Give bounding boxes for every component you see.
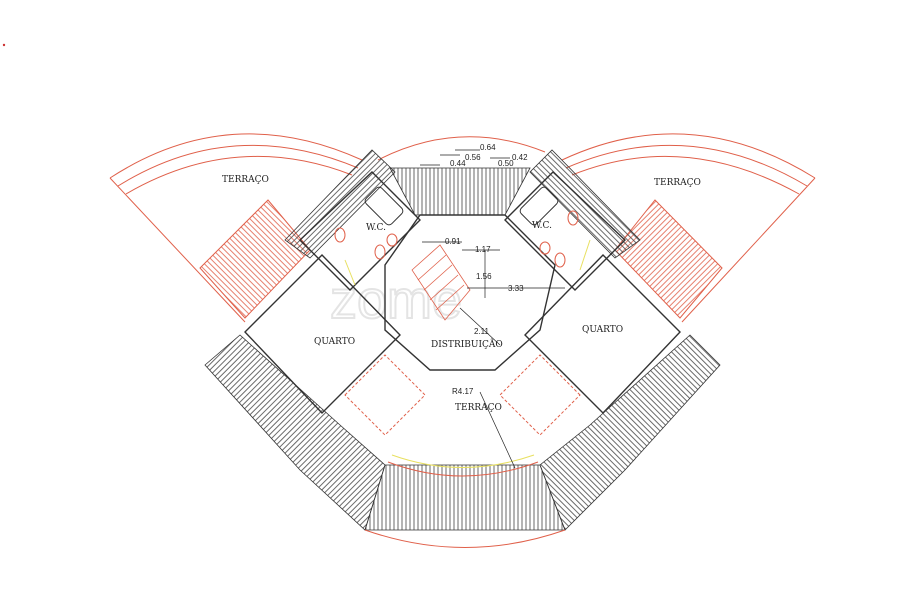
label-terrace-left: TERRAÇO <box>222 175 269 185</box>
walls <box>244 171 681 415</box>
roof-top-center <box>389 167 531 216</box>
dim-0-91: 0.91 <box>445 237 461 246</box>
dim-0-50: 0.50 <box>498 159 514 168</box>
watermark: zome <box>330 270 462 330</box>
dim-0-56: 0.56 <box>465 153 481 162</box>
top-arc <box>377 136 546 161</box>
dim-0-42: 0.42 <box>512 153 528 162</box>
label-bedroom-left: QUARTO <box>314 337 355 347</box>
bottom-arc <box>364 529 566 548</box>
roof-lower <box>204 334 721 531</box>
label-wc-left: W.C. <box>366 223 386 233</box>
label-terrace-bottom: TERRAÇO <box>455 403 502 413</box>
label-bedroom-right: QUARTO <box>582 325 623 335</box>
dim-0-64: 0.64 <box>480 143 496 152</box>
left-terrace <box>109 133 363 323</box>
dim-1-17: 1.17 <box>475 245 491 254</box>
dim-1-56: 1.56 <box>476 272 492 281</box>
label-hall: DISTRIBUIÇÃO <box>431 338 503 350</box>
dim-2-11: 2.11 <box>474 327 490 336</box>
stairs <box>411 244 471 321</box>
stray-mark <box>2 43 6 47</box>
balconies <box>344 354 581 436</box>
inner-arc <box>387 461 539 477</box>
dimension-lines <box>420 149 565 469</box>
wc-right-fixtures <box>519 186 591 271</box>
dim-0-44: 0.44 <box>450 159 466 168</box>
label-terrace-right: TERRAÇO <box>654 178 701 188</box>
dim-3-33: 3.33 <box>508 284 524 293</box>
label-wc-right: W.C. <box>532 221 552 231</box>
dim-radius: R4.17 <box>452 387 474 396</box>
inner-arc-yellow <box>391 454 535 468</box>
wc-left-fixtures <box>334 186 404 286</box>
